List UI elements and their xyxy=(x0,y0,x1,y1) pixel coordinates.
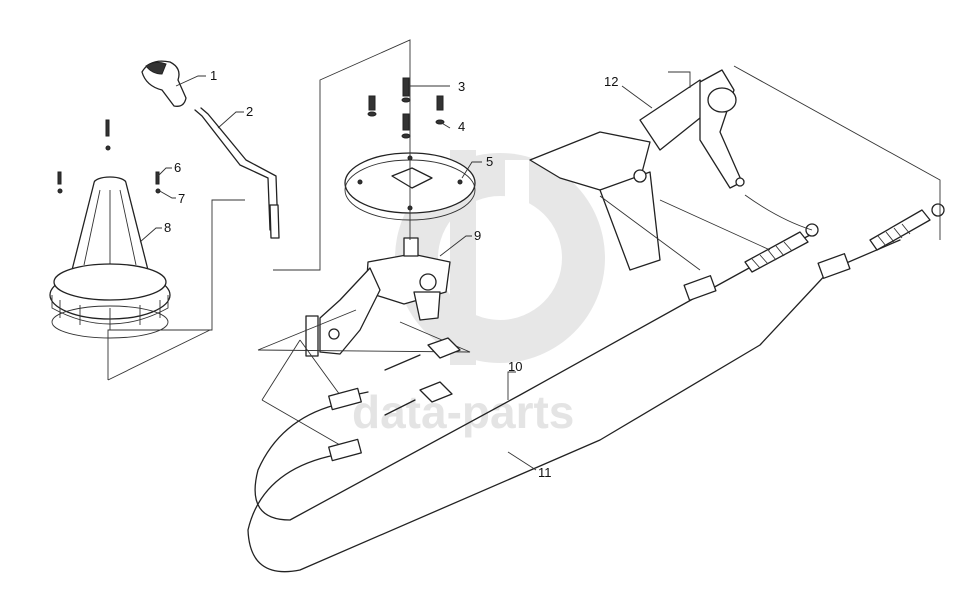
callout-8: 8 xyxy=(164,220,171,235)
cable-10-ferrule xyxy=(328,387,362,411)
callout-2: 2 xyxy=(246,104,253,119)
right-bracket xyxy=(529,69,745,271)
callout-1: 1 xyxy=(210,68,217,83)
bolts-3-4 xyxy=(367,77,445,139)
group-outline-left xyxy=(107,199,245,380)
callout-10: 10 xyxy=(508,359,522,374)
cable-end-connectors xyxy=(384,337,461,416)
bracket-lines xyxy=(261,339,341,446)
group-outline-top xyxy=(273,39,411,271)
callout-4: 4 xyxy=(458,119,465,134)
callout-leaders xyxy=(139,75,653,471)
cable-11 xyxy=(247,239,901,573)
callout-12: 12 xyxy=(604,74,618,89)
callout-9: 9 xyxy=(474,228,481,243)
callout-labels: 1 2 3 4 5 6 7 8 9 10 11 12 xyxy=(164,68,618,480)
shifter-base xyxy=(305,237,451,357)
bracket-link-lines xyxy=(599,195,771,271)
group-outline-9 xyxy=(257,309,471,353)
callout-7: 7 xyxy=(178,191,185,206)
cable-boots-right xyxy=(744,203,945,273)
small-screws-6-7 xyxy=(57,119,161,194)
callout-3: 3 xyxy=(458,79,465,94)
link-rod xyxy=(744,194,813,231)
watermark-text: data-parts xyxy=(352,386,574,438)
shift-lever xyxy=(194,107,280,239)
cable-11-ferrule xyxy=(328,438,362,462)
shift-boot xyxy=(49,176,171,339)
callout-11: 11 xyxy=(538,465,552,480)
callout-6: 6 xyxy=(174,160,181,175)
gear-knob xyxy=(141,60,187,107)
cable-clamps xyxy=(683,253,851,301)
group-outline-right xyxy=(733,65,941,240)
cable-10 xyxy=(254,234,811,521)
callout-5: 5 xyxy=(486,154,493,169)
leader-8 xyxy=(107,329,211,381)
